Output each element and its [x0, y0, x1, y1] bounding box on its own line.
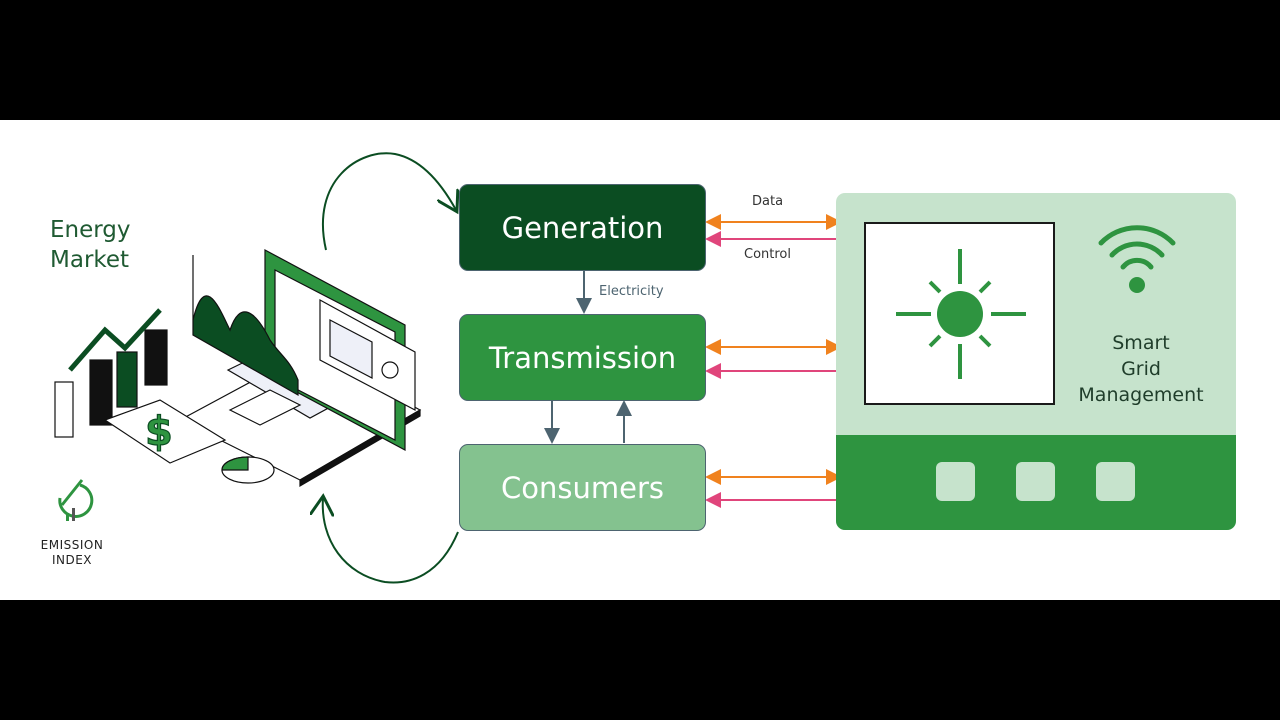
- grid-screen: [864, 222, 1055, 405]
- control-button-1[interactable]: [936, 462, 975, 501]
- generation-box[interactable]: Generation: [459, 184, 706, 271]
- sun-icon: [896, 249, 1026, 379]
- cycle-arrow-bottom: [323, 498, 459, 584]
- emission-index-label: EMISSION INDEX: [30, 538, 114, 568]
- emission-index-logo: [58, 479, 94, 521]
- consumers-box[interactable]: Consumers: [459, 444, 706, 531]
- control-button-3[interactable]: [1096, 462, 1135, 501]
- transmission-label: Transmission: [488, 340, 677, 375]
- control-label: Control: [744, 247, 791, 262]
- smart-grid-panel: Smart Grid Management: [836, 193, 1236, 530]
- control-button-2[interactable]: [1016, 462, 1055, 501]
- smart-grid-label: Smart Grid Management: [1056, 330, 1226, 408]
- energy-market-illustration: $: [54, 248, 422, 488]
- wifi-icon: [1098, 225, 1176, 293]
- label-line: Management: [1078, 384, 1204, 406]
- svg-text:$: $: [145, 409, 173, 455]
- logo-line: EMISSION: [40, 538, 104, 552]
- cycle-arrow-top: [322, 152, 456, 251]
- transmission-box[interactable]: Transmission: [459, 314, 706, 401]
- control-strip: [836, 435, 1236, 530]
- logo-line: INDEX: [51, 553, 93, 567]
- consumers-label: Consumers: [501, 470, 664, 505]
- data-label: Data: [752, 194, 784, 209]
- label-line: Grid: [1121, 358, 1161, 380]
- connectors: $: [54, 152, 842, 584]
- generation-label: Generation: [501, 210, 664, 245]
- diagram-canvas: $ Energy Market EMISSION INDEX Generatio…: [0, 120, 1280, 600]
- energy-market-title: Energy Market: [50, 215, 131, 275]
- electricity-label: Electricity: [599, 284, 664, 299]
- label-line: Smart: [1112, 332, 1170, 354]
- title-line: Energy: [50, 217, 131, 243]
- title-line: Market: [50, 247, 130, 273]
